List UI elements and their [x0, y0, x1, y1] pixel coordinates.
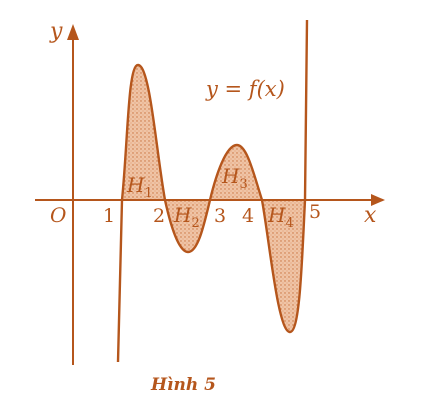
function-curve — [116, 19, 309, 363]
region-h3-shading — [210, 145, 262, 200]
region-h1-shading — [122, 65, 165, 200]
function-label: y = f(x) — [205, 77, 285, 101]
region-label-h2: H2 — [173, 203, 200, 231]
tick-label-2: 2 — [153, 205, 165, 227]
y-axis-arrow — [67, 24, 79, 40]
x-axis-label: x — [364, 203, 377, 228]
region-label-h4: H4 — [267, 203, 294, 231]
region-h4-shading — [262, 200, 305, 332]
tick-label-5: 5 — [309, 201, 321, 223]
y-axis-label: y — [49, 19, 63, 44]
origin-label: O — [50, 203, 66, 227]
tick-label-3: 3 — [214, 205, 226, 227]
x-axis-arrow — [371, 194, 385, 206]
region-label-h1: H1 — [126, 173, 153, 201]
region-label-h3: H3 — [221, 164, 248, 192]
tick-label-4: 4 — [242, 205, 254, 227]
figure-caption: Hình 5 — [150, 375, 216, 395]
tick-label-1: 1 — [103, 205, 115, 227]
